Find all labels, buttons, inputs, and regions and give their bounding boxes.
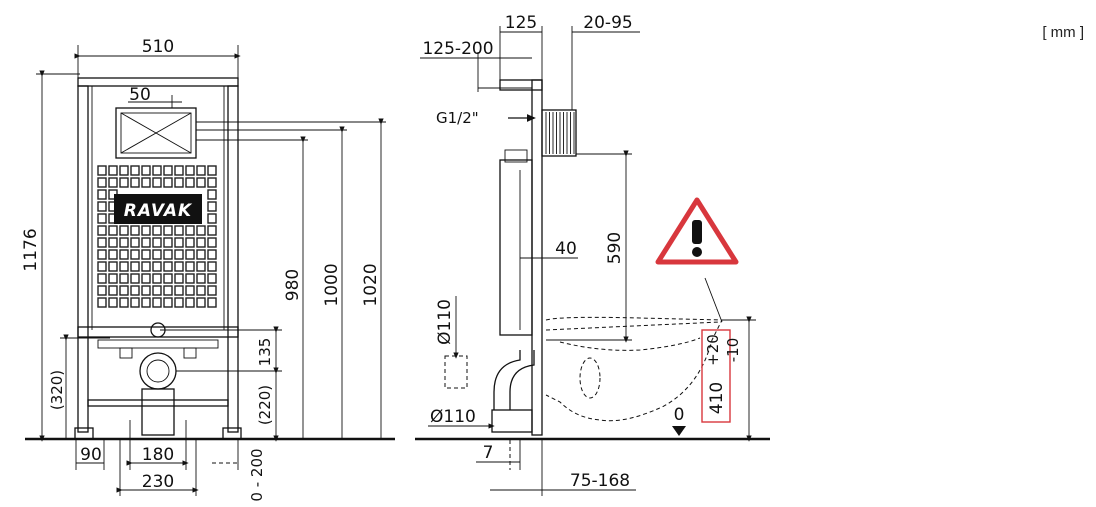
height-220-label: (220) (256, 385, 274, 425)
floor-level-label: 0 (674, 405, 685, 425)
height-1000-label: 1000 (322, 263, 342, 306)
leg-adjust-label: 0 - 200 (248, 448, 266, 501)
frame-width-label: 510 (142, 37, 174, 57)
side-frame (444, 79, 723, 436)
pan-tolerance-minus-label: -10 (724, 338, 742, 363)
flush-offset-label: 50 (129, 85, 151, 105)
total-height-label: 1176 (21, 228, 41, 271)
offset-7-label: 7 (483, 443, 494, 463)
side-dimension-lines (420, 26, 756, 496)
unit-label: [ mm ] (1042, 24, 1084, 41)
drain-110-bottom-label: Ø110 (430, 407, 476, 427)
pan-tolerance-plus-label: +20 (704, 334, 722, 366)
front-dimension-lines (36, 45, 386, 496)
range-20-95-label: 20-95 (583, 13, 632, 33)
bolt-spacing-label: 180 (142, 445, 174, 465)
depth-125-200-label: 125-200 (422, 39, 493, 59)
warning-triangle-icon (655, 197, 739, 265)
foot-90-label: 90 (80, 445, 102, 465)
drain-110-top-label: Ø110 (435, 299, 455, 345)
depth-125-label: 125 (505, 13, 537, 33)
front-frame (74, 77, 242, 440)
panel-40-label: 40 (555, 239, 577, 259)
range-75-168-label: 75-168 (570, 471, 630, 491)
water-inlet-label: G1/2" (436, 109, 479, 127)
height-980-label: 980 (283, 269, 303, 301)
height-320-label: (320) (48, 370, 66, 410)
brand-logo: RAVAK (124, 201, 193, 221)
height-1020-label: 1020 (361, 263, 381, 306)
foot-spacing-label: 230 (142, 472, 174, 492)
pan-height-label: 410 (707, 382, 727, 414)
height-135-label: 135 (256, 338, 274, 367)
height-590-label: 590 (605, 232, 625, 264)
